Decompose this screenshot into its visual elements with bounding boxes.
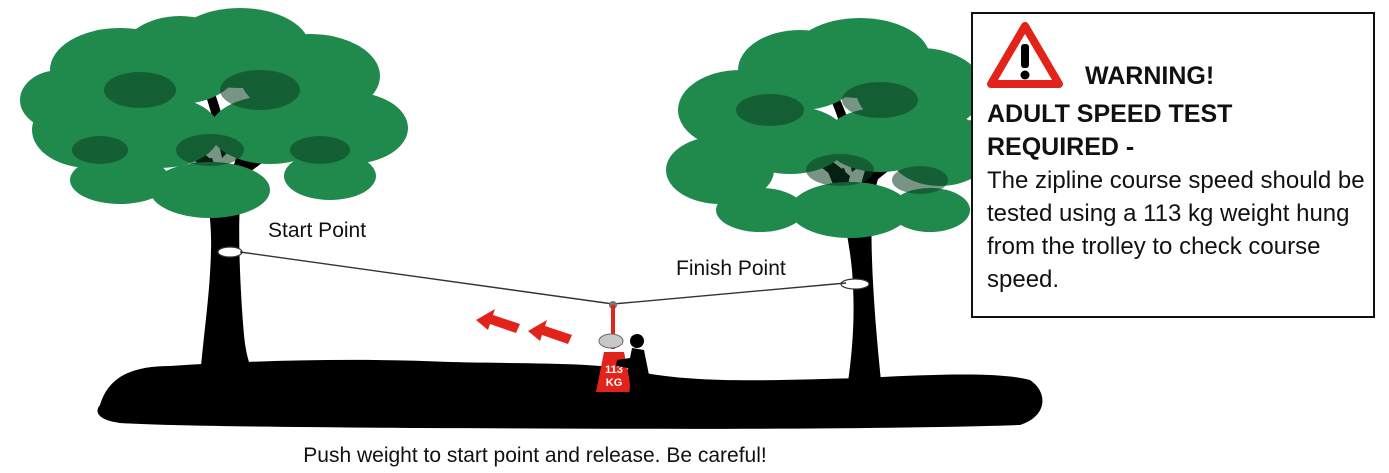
finish-point-label: Finish Point: [676, 257, 786, 281]
finish-anchor: [841, 279, 869, 289]
warning-subtitle: ADULT SPEED TEST REQUIRED -: [987, 98, 1367, 164]
left-tree: [20, 8, 408, 378]
trolley-weight: 113 KG: [596, 301, 632, 392]
right-tree: [666, 18, 992, 408]
push-arrow-icon: [476, 309, 572, 344]
warning-box: WARNING! ADULT SPEED TEST REQUIRED - The…: [971, 12, 1375, 318]
warning-body: The zipline course speed should be teste…: [987, 164, 1373, 296]
warning-triangle-icon: [987, 22, 1063, 90]
caption: Push weight to start point and release. …: [0, 444, 1070, 468]
warning-title: WARNING!: [1085, 62, 1214, 91]
weight-unit: KG: [606, 377, 623, 389]
start-anchor: [218, 247, 242, 257]
start-point-label: Start Point: [268, 219, 366, 243]
